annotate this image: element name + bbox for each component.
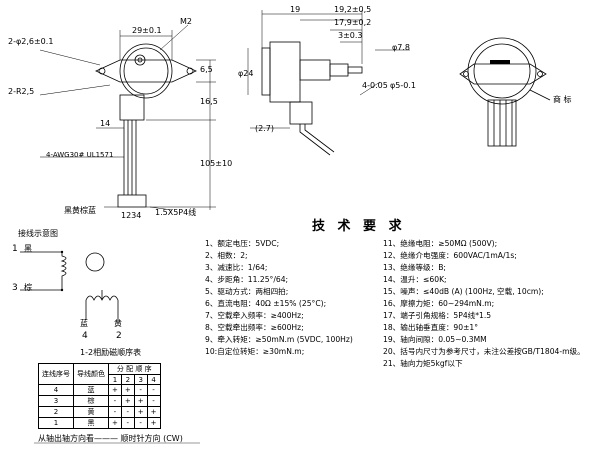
connector-label: 1.5X5P4线	[155, 208, 197, 217]
spec-item: 16、摩擦力矩：60~294mN.m;	[383, 299, 495, 308]
cell: -	[146, 395, 161, 407]
dim-19-2: 19,2±0,5	[334, 5, 372, 14]
cell: +	[146, 417, 161, 429]
cell: -	[108, 406, 122, 418]
row-color: 蓝	[73, 384, 109, 396]
yellow-label: 黄	[114, 319, 122, 328]
dim-4: 4-0.05	[362, 81, 388, 90]
dim-16-5: 16,5	[200, 97, 218, 106]
spec-item: 11、绝缘电阻：≥50MΩ (500V);	[383, 239, 498, 248]
rotation-note: 从轴出轴方向看——— 顺时针方向 (CW)	[38, 434, 183, 443]
motor-front-view	[95, 43, 197, 208]
spec-item: 7、空载牵入频率：≥400Hz;	[205, 311, 304, 320]
step-header: 2	[120, 374, 135, 385]
row-no: 1	[38, 417, 74, 429]
dim-24: φ24	[238, 69, 254, 78]
sequence-title: 1-2相励磁顺序表	[80, 348, 142, 357]
side-dimension-lines	[247, 10, 410, 129]
cell: +	[108, 417, 122, 429]
dim-105: 105±10	[200, 159, 233, 168]
step-header: 4	[146, 374, 161, 385]
cell: -	[120, 406, 135, 418]
front-dimension-lines	[39, 24, 216, 211]
row-no: 4	[38, 384, 74, 396]
dim-radius: 2-R2,5	[8, 87, 35, 96]
pin-2: 2	[116, 331, 122, 341]
row-color: 黄	[73, 406, 109, 418]
pin-3: 3	[12, 283, 18, 293]
black-label: 黑	[24, 244, 32, 253]
dim-5: φ5-0.1	[390, 81, 416, 90]
dim-3: 3±0.3	[338, 31, 363, 40]
row-no: 3	[38, 395, 74, 407]
cell: +	[108, 384, 122, 396]
spec-item: 1、额定电压：5VDC;	[205, 239, 280, 248]
spec-item: 20、括号内尺寸为参考尺寸，未注公差按GB/T1804-m级。	[383, 347, 585, 356]
cell: -	[108, 395, 122, 407]
spec-item: 8、空载牵出频率：≥600Hz;	[205, 323, 304, 332]
wiring-schematic	[20, 251, 119, 320]
cell: -	[133, 417, 148, 429]
dim-14: 14	[100, 119, 111, 128]
cell: +	[133, 406, 148, 418]
pin-4: 4	[82, 331, 88, 341]
cell: +	[146, 406, 161, 418]
step-header: 3	[133, 374, 148, 385]
table-header-no: 连线序号	[38, 363, 74, 385]
cell: +	[120, 384, 135, 396]
spec-item: 17、端子引角规格：5P4线*1.5	[383, 311, 492, 320]
spec-title: 技 术 要 求	[312, 219, 406, 234]
dim-6-5: 6,5	[200, 65, 213, 74]
table-header-color: 导线颜色	[73, 363, 109, 385]
cell: -	[146, 384, 161, 396]
step-header: 1	[108, 374, 122, 385]
dim-width-29: 29±0.1	[132, 26, 162, 35]
spec-item: 6、直流电阻：40Ω ±15% (25°C);	[205, 299, 327, 308]
table-row: 3 棕 - + + -	[38, 395, 161, 407]
spec-item: 2、相数：2;	[205, 251, 248, 260]
row-color: 棕	[73, 395, 109, 407]
spec-item: 14、温升：≤60K;	[383, 275, 447, 284]
dim-19: 19	[290, 5, 301, 14]
awg-label: 4-AWG30# UL1571	[46, 151, 114, 159]
spec-item: 9、牵入转矩：≥50mN.m (5VDC, 100Hz)	[205, 335, 353, 344]
spec-item: 18、输出轴垂直度：90±1°	[383, 323, 479, 332]
cell: -	[120, 417, 135, 429]
spec-item: 3、减速比：1/64;	[205, 263, 268, 272]
blue-label: 蓝	[80, 319, 88, 328]
motor-side-view	[261, 41, 363, 156]
spec-item: 4、步距角：11.25°/64;	[205, 275, 289, 284]
row-no: 2	[38, 406, 74, 418]
cell: +	[133, 395, 148, 407]
cell: -	[133, 384, 148, 396]
spec-item: 12、绝缘介电强度：600VAC/1mA/1s;	[383, 251, 517, 260]
cell: +	[120, 395, 135, 407]
pin-1: 1	[12, 244, 18, 254]
spec-item: 21、轴向力矩5kgf以下	[383, 359, 463, 368]
dim-7-8: φ7.8	[392, 43, 410, 52]
pin-numbers-label: 1234	[121, 211, 142, 220]
dim-17-9: 17,9±0,2	[334, 18, 372, 27]
excitation-sequence-table: 连线序号 导线颜色 分 配 顺 序 1 2 3 4 4 蓝 + + - - 3 …	[38, 363, 161, 429]
row-color: 黑	[73, 417, 109, 429]
trademark-label: 商 标	[553, 95, 572, 104]
table-header-sequence: 分 配 顺 序	[108, 363, 161, 375]
spec-item: 19、轴向间隙：0.05~0.3MM	[383, 335, 487, 344]
dim-holes: 2-φ2,6±0.1	[8, 37, 54, 46]
spec-item: 13、绝缘等级：B;	[383, 263, 446, 272]
table-row: 2 黄 - - + +	[38, 406, 161, 418]
spec-item: 15、噪声：≤40dB (A) (100Hz, 空载, 10cm);	[383, 287, 544, 296]
table-row: 1 黑 + - - +	[38, 417, 161, 429]
spec-item: 5、驱动方式：两相四拍;	[205, 287, 289, 296]
spec-item: 10:自定位转矩：≥30mN.m;	[205, 347, 305, 356]
motor-photo-view	[459, 37, 551, 147]
dim-2-7: (2.7)	[255, 124, 274, 133]
dim-m2: M2	[180, 17, 192, 26]
brown-label: 棕	[24, 283, 32, 292]
table-row: 4 蓝 + + - -	[38, 384, 161, 396]
wiring-title: 接线示意图	[18, 229, 58, 238]
wire-colors-label: 黑黄棕蓝	[64, 206, 96, 215]
